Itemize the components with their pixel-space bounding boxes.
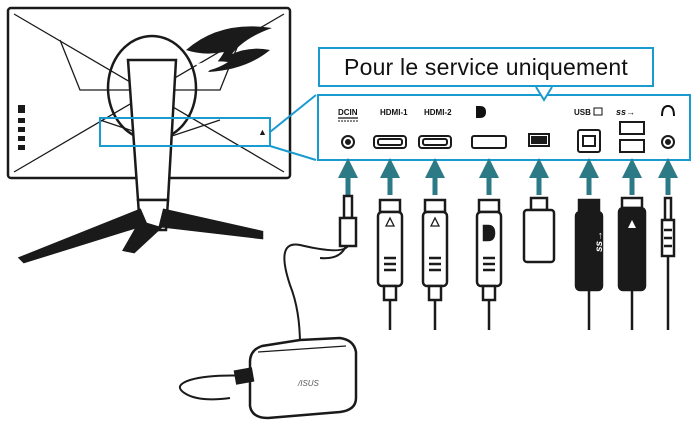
hdmi2-cable <box>421 198 449 330</box>
zoom-connector <box>269 94 317 161</box>
port-label-hdmi2: HDMI-2 <box>424 108 452 117</box>
monitor-side-buttons <box>18 105 25 150</box>
dc-cable <box>283 194 358 346</box>
lock-icon: ▲ <box>258 127 267 137</box>
hdmi1-cable <box>376 198 404 330</box>
usb-downstream-cable <box>617 196 647 330</box>
adapter-brand-logo: /ISUS <box>297 379 320 388</box>
displayport-port <box>471 135 507 149</box>
displayport-icon <box>476 106 486 118</box>
hdmi1-port <box>373 135 407 149</box>
headphone-icon <box>661 104 675 117</box>
svg-text:ss→: ss→ <box>594 231 605 252</box>
port-label-dcin: DCIN <box>338 108 358 117</box>
usb-upstream-port <box>577 129 601 153</box>
port-sockets <box>341 121 675 153</box>
headphone-port <box>661 135 675 149</box>
hdmi2-port <box>418 135 452 149</box>
service-plug <box>522 196 556 264</box>
power-adapter: /ISUS <box>179 336 358 420</box>
monitor-stand <box>17 34 264 264</box>
connection-arrows <box>338 158 678 195</box>
io-panel <box>317 94 691 161</box>
usb-downstream-port-2 <box>619 139 645 153</box>
dc-in-port <box>341 135 355 149</box>
rog-logo-icon <box>186 26 272 73</box>
port-label-hdmi1: HDMI-1 <box>380 108 408 117</box>
superspeed-usb-icon: ss→ <box>616 107 635 117</box>
port-label-usb: USB <box>574 108 591 117</box>
service-port <box>528 133 550 147</box>
headphone-cable <box>660 196 676 330</box>
usb-upstream-cable: ss→ <box>574 198 605 330</box>
displayport-cable <box>475 198 503 330</box>
usb-upstream-icon <box>593 107 603 116</box>
callout-pointer <box>535 86 553 102</box>
service-only-callout: Pour le service uniquement <box>318 47 654 87</box>
usb-downstream-port-1 <box>619 121 645 135</box>
